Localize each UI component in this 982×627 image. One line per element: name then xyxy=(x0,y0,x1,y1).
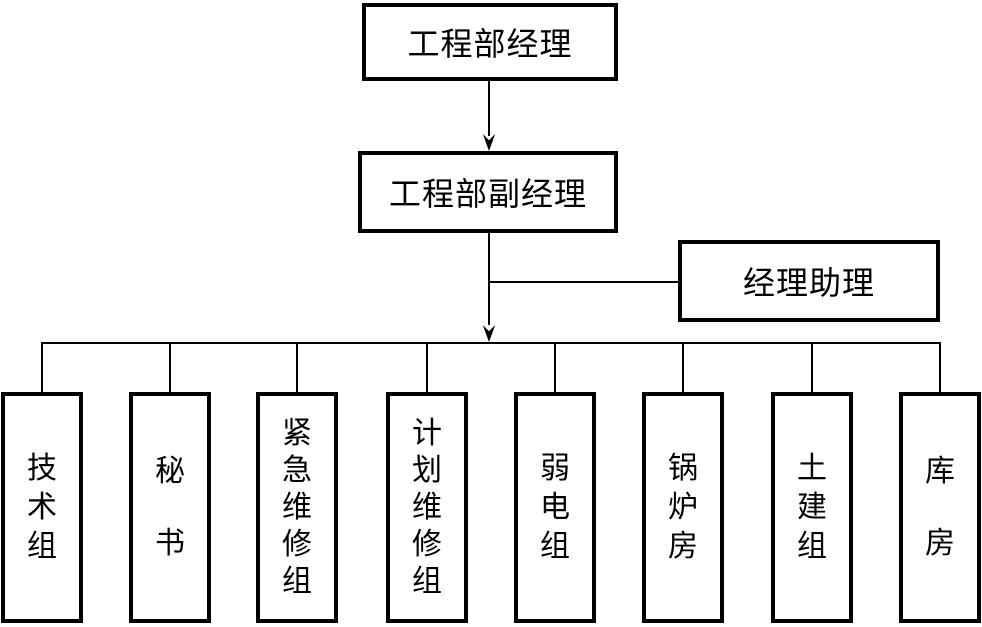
node-engineering-dept-manager-label: 工程部经理 xyxy=(407,25,573,63)
connector-stub-secretary xyxy=(169,343,171,392)
connector-deputy-to-units xyxy=(488,232,490,325)
unit-technical-team: 技术组 xyxy=(1,392,83,623)
unit-boiler-room: 锅炉房 xyxy=(642,392,724,623)
connector-branch-to-assistant xyxy=(489,281,678,283)
unit-weak-current-team: 弱电组 xyxy=(514,392,596,623)
unit-boiler-room-label: 锅炉房 xyxy=(668,450,698,564)
node-manager-assistant: 经理助理 xyxy=(678,240,940,322)
node-manager-assistant-label: 经理助理 xyxy=(742,264,875,302)
connector-stub-emergency-maintenance-team xyxy=(296,343,298,392)
unit-warehouse-label: 库房 xyxy=(925,453,955,561)
unit-planned-maintenance-team: 计划维修组 xyxy=(386,392,468,623)
unit-planned-maintenance-team-label: 计划维修组 xyxy=(412,415,442,599)
unit-secretary-label: 秘书 xyxy=(155,453,185,561)
unit-civil-works-team: 土建组 xyxy=(771,392,853,623)
node-engineering-dept-manager: 工程部经理 xyxy=(362,3,618,81)
connector-bus-line xyxy=(41,342,941,344)
arrow-down-icon xyxy=(482,325,496,342)
connector-stub-weak-current-team xyxy=(554,343,556,392)
connector-stub-planned-maintenance-team xyxy=(426,343,428,392)
unit-secretary: 秘书 xyxy=(129,392,211,623)
unit-emergency-maintenance-team: 紧急维修组 xyxy=(256,392,338,623)
node-engineering-dept-deputy-manager: 工程部副经理 xyxy=(358,151,618,233)
unit-warehouse: 库房 xyxy=(899,392,981,623)
connector-stub-technical-team xyxy=(41,343,43,392)
node-engineering-dept-deputy-manager-label: 工程部副经理 xyxy=(388,175,587,213)
connector-manager-to-deputy xyxy=(488,81,490,136)
unit-weak-current-team-label: 弱电组 xyxy=(540,450,570,564)
unit-civil-works-team-label: 土建组 xyxy=(797,450,827,564)
arrow-down-icon xyxy=(482,134,496,151)
unit-emergency-maintenance-team-label: 紧急维修组 xyxy=(282,415,312,599)
connector-stub-civil-works-team xyxy=(811,343,813,392)
connector-stub-boiler-room xyxy=(682,343,684,392)
connector-stub-warehouse xyxy=(939,343,941,392)
unit-technical-team-label: 技术组 xyxy=(27,450,57,564)
